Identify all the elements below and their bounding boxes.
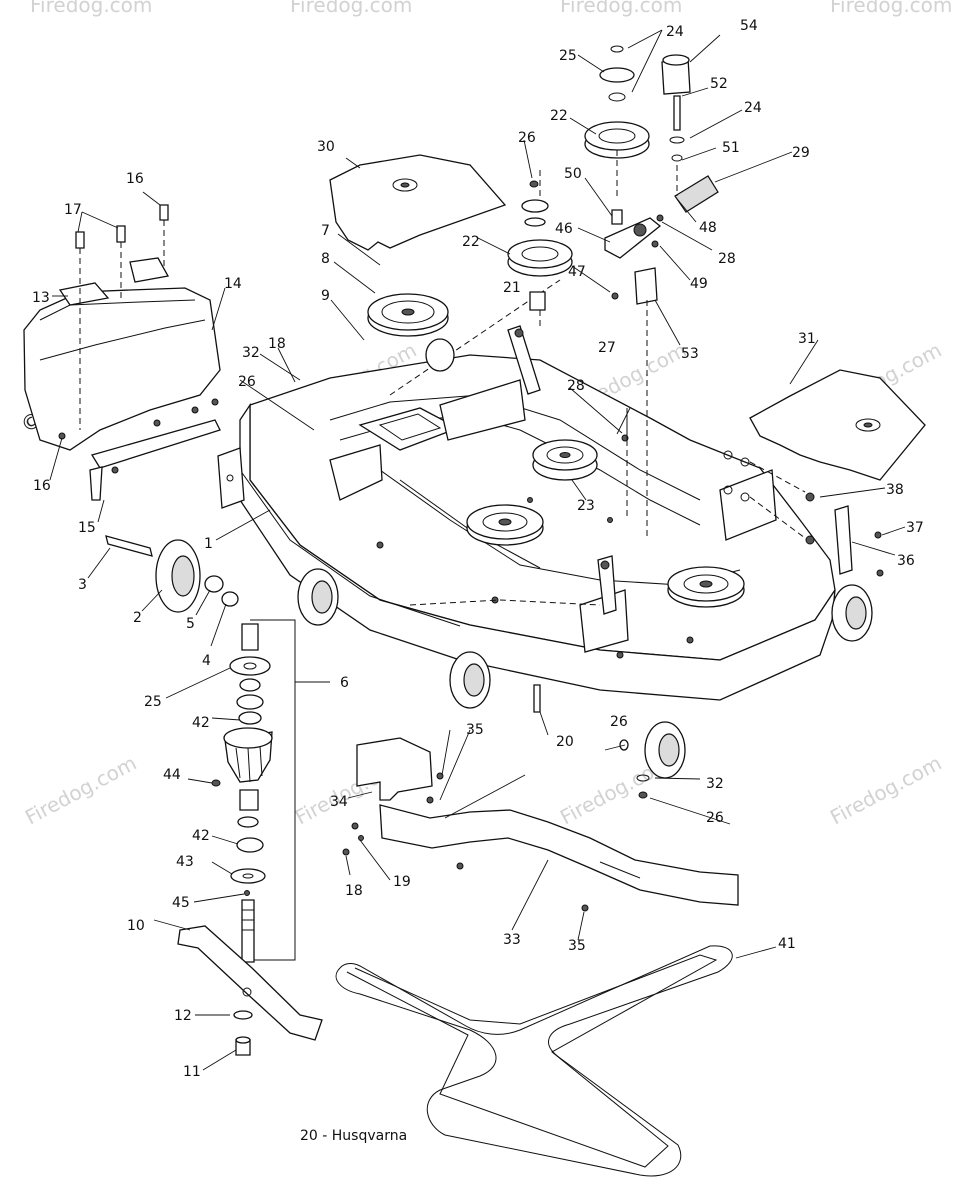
part-label-48: 48: [699, 220, 717, 236]
spindle-assembly: [211, 619, 296, 963]
part-label-45: 45: [172, 895, 190, 911]
part-label-1: 1: [204, 536, 213, 552]
left-spindle-pulley: [367, 293, 449, 337]
anti-scalp-bar-assembly: [23, 204, 221, 501]
part-label-26c: 26: [610, 714, 628, 730]
part-label-19: 19: [393, 874, 411, 890]
diagram-caption: 20 - Husqvarna: [300, 1128, 407, 1144]
mower-deck: [217, 279, 836, 701]
part-label-36: 36: [897, 553, 915, 569]
discharge-deflector: [342, 737, 739, 912]
part-label-8: 8: [321, 251, 330, 267]
part-label-42b: 42: [192, 828, 210, 844]
drive-belt: [335, 945, 733, 1177]
part-label-5: 5: [186, 616, 195, 632]
right-hardware: [723, 450, 884, 577]
part-label-28b: 28: [718, 251, 736, 267]
part-label-37: 37: [906, 520, 924, 536]
part-label-35: 35: [466, 722, 484, 738]
part-label-32b: 32: [706, 776, 724, 792]
part-label-51: 51: [722, 140, 740, 156]
part-label-24: 24: [666, 24, 684, 40]
part-label-9: 9: [321, 288, 330, 304]
right-spindle-pulley: [667, 566, 745, 608]
part-label-25b: 25: [144, 694, 162, 710]
watermark-text: Firedog.com: [830, 0, 952, 17]
part-label-22: 22: [550, 108, 568, 124]
part-label-6: 6: [340, 675, 349, 691]
deck-wheel-right-rear: [831, 584, 873, 642]
part-label-50: 50: [564, 166, 582, 182]
deck-wheel-left-front: [449, 651, 491, 709]
belt-cover-31: [749, 369, 926, 481]
watermark-text: Firedog.com: [560, 0, 682, 17]
part-label-14: 14: [224, 276, 242, 292]
center-spindle-pulley: [466, 504, 544, 546]
part-label-25: 25: [559, 48, 577, 64]
part-label-41: 41: [778, 936, 796, 952]
idler-pulley-23: [532, 439, 598, 481]
part-label-16: 16: [126, 171, 144, 187]
part-label-3: 3: [78, 577, 87, 593]
part-label-27: 27: [598, 340, 616, 356]
part-label-49: 49: [690, 276, 708, 292]
watermark-text: Firedog.com: [21, 751, 140, 830]
part-label-32: 32: [242, 345, 260, 361]
part-label-26: 26: [518, 130, 536, 146]
part-label-46: 46: [555, 221, 573, 237]
deck-wheel-left-rear: [297, 568, 339, 626]
part-label-31: 31: [798, 331, 816, 347]
belt-cover-30: [329, 154, 507, 251]
part-label-17: 17: [64, 202, 82, 218]
part-label-54: 54: [740, 18, 758, 34]
deck-wheels: [297, 338, 873, 779]
part-label-26d: 26: [706, 810, 724, 826]
part-label-44: 44: [163, 767, 181, 783]
part-label-10: 10: [127, 918, 145, 934]
part-label-15: 15: [78, 520, 96, 536]
idler-arms: [439, 325, 617, 615]
part-label-26b: 26: [238, 374, 256, 390]
part-label-28: 28: [567, 378, 585, 394]
part-label-22b: 22: [462, 234, 480, 250]
deck-wheel-right-front: [644, 721, 686, 779]
part-label-33: 33: [503, 932, 521, 948]
part-number-labels: 1 2 3 4 5 6 7 8 9 10 11 12 13 14 15 16 1…: [32, 18, 924, 1080]
part-label-18b: 18: [345, 883, 363, 899]
part-label-38: 38: [886, 482, 904, 498]
watermark-text: Firedog.com: [290, 0, 412, 17]
deck-wheel-rear-top: [425, 338, 455, 372]
gauge-wheel-assembly: [105, 535, 239, 613]
part-label-29: 29: [792, 145, 810, 161]
part-label-18: 18: [268, 336, 286, 352]
part-label-42: 42: [192, 715, 210, 731]
part-label-47: 47: [568, 264, 586, 280]
part-label-21: 21: [503, 280, 521, 296]
part-label-16b: 16: [33, 478, 51, 494]
part-label-53: 53: [681, 346, 699, 362]
part-label-24b: 24: [744, 100, 762, 116]
deck-pulleys: [367, 293, 745, 608]
part-label-13: 13: [32, 290, 50, 306]
part-label-30: 30: [317, 139, 335, 155]
part-label-35b: 35: [568, 938, 586, 954]
part-label-7: 7: [321, 223, 330, 239]
part-label-52: 52: [710, 76, 728, 92]
part-label-12: 12: [174, 1008, 192, 1024]
part-label-2: 2: [133, 610, 142, 626]
watermark-text: Firedog.com: [826, 751, 945, 830]
part-label-43: 43: [176, 854, 194, 870]
part-label-11: 11: [183, 1064, 201, 1080]
leader-lines: [49, 29, 906, 1071]
part-label-4: 4: [202, 653, 211, 669]
part-label-34: 34: [330, 794, 348, 810]
upper-pulley-stack: [507, 45, 719, 540]
cutting-blade: [177, 925, 323, 1056]
watermark-text: Firedog.com: [30, 0, 152, 17]
part-label-23: 23: [577, 498, 595, 514]
part-label-20: 20: [556, 734, 574, 750]
